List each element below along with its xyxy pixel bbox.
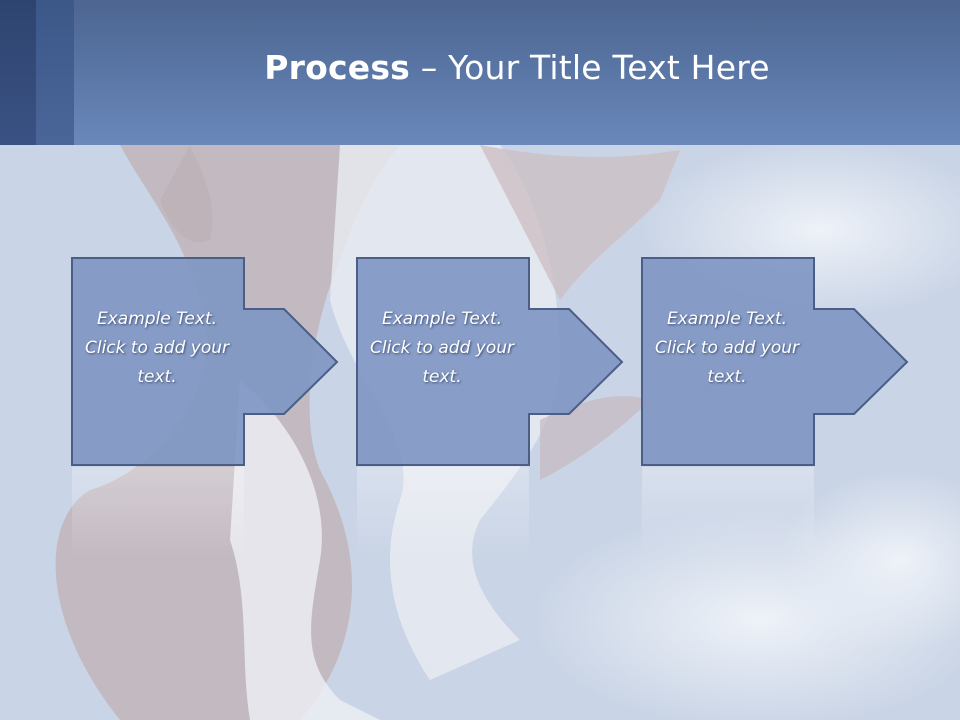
title-bold: Process [264,48,411,87]
header-accent-dark [0,0,36,145]
header-accent-mid [36,0,74,145]
arrow-box-shape [641,257,909,466]
title-rest: – Your Title Text Here [410,48,770,87]
step-1-reflection [72,467,244,557]
slide-title[interactable]: Process – Your Title Text Here [74,48,960,87]
step-3-reflection [642,467,814,557]
process-step-1[interactable]: Example Text. Click to add your text. [71,257,361,467]
step-text: Example Text. Click to add your text. [654,308,799,387]
process-step-2[interactable]: Example Text. Click to add your text. [356,257,646,467]
step-2-reflection [357,467,529,557]
step-text: Example Text. Click to add your text. [84,308,229,387]
step-text: Example Text. Click to add your text. [369,308,514,387]
process-step-3[interactable]: Example Text. Click to add your text. [641,257,931,467]
arrow-box-shape [356,257,624,466]
header-bar [0,0,960,145]
arrow-box-shape [71,257,339,466]
